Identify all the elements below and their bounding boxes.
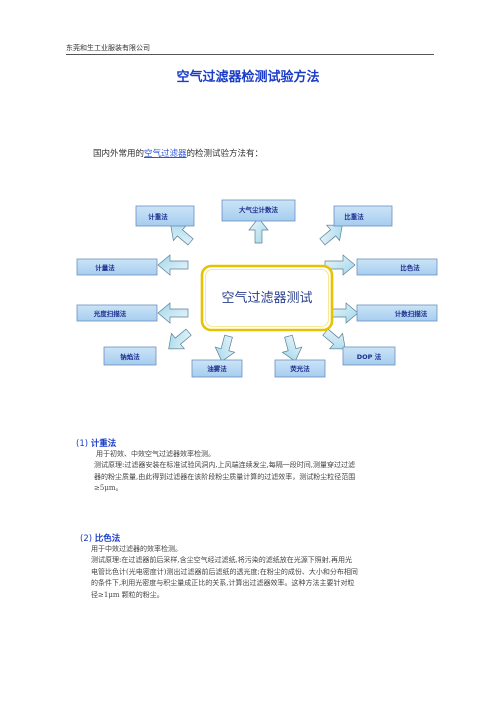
method-box-bottom-left: 钠焰法	[103, 346, 157, 366]
section-1-heading: (1) 计重法	[76, 437, 116, 449]
company-header: 东莞和生工业服装有限公司	[66, 44, 150, 52]
section-2-name: 比色法	[94, 534, 121, 544]
section-1-name: 计重法	[90, 439, 117, 449]
method-box-bottom-mid-left: 油雾法	[191, 359, 243, 378]
arrow-top-right	[319, 224, 343, 246]
method-label-left-upper: 计量法	[95, 263, 115, 272]
method-box-left-lower: 光度扫描法	[76, 304, 158, 322]
method-box-left-upper: 计量法	[76, 258, 158, 276]
method-box-right-upper: 比色法	[356, 258, 438, 276]
intro-before: 国内外常用的	[93, 149, 145, 159]
intro-sentence: 国内外常用的空气过滤器的检测试验方法有：	[93, 147, 263, 159]
arrow-bottom-left	[168, 328, 192, 350]
page-title: 空气过滤器检测试验方法	[176, 70, 320, 85]
method-box-top-left: 计重法	[135, 205, 195, 227]
section-1-line: 用于初效、中效空气过滤器效率检测。	[96, 450, 215, 458]
section-1-body: 用于初效、中效空气过滤器效率检测。 测试原理:过滤器安装在标准试验风洞内,上风端…	[94, 449, 355, 495]
method-box-right-lower: 计数扫描法	[356, 304, 438, 322]
center-label: 空气过滤器测试	[221, 290, 312, 306]
method-box-top-right: 比重法	[333, 205, 393, 227]
section-2-body: 用于中效过滤器的效率检测。 测试原理:在过滤器前后采样,含尘空气经过滤纸,将污染…	[91, 544, 358, 601]
method-box-bottom-mid-right: 荧光法	[274, 359, 326, 378]
section-2-line: 电管比色计(光电密度计)测出过滤器前后滤纸的透光度;在粉尘的成份、大小和分布相同	[91, 567, 358, 576]
arrow-bottom-right	[322, 328, 346, 350]
section-1-line: 测试原理:过滤器安装在标准试验风洞内,上风端连续发尘,每隔一段时间,测量穿过过滤	[94, 461, 356, 470]
arrow-left-lower	[157, 302, 189, 324]
arrow-top	[248, 217, 269, 244]
method-box-top: 大气尘计数法	[221, 199, 296, 222]
section-2-line: 的条件下,利用光密度与积尘量成正比的关系,计算出过滤器效率。这种方法主要针对粒	[91, 579, 355, 588]
method-label-bottom-mid-left: 油雾法	[207, 364, 227, 373]
arrow-left-upper	[157, 254, 189, 276]
arrow-bottom-mid-right	[281, 334, 303, 362]
section-1-number: (1)	[76, 439, 89, 449]
header-rule	[66, 54, 434, 55]
section-2-heading: (2) 比色法	[80, 532, 120, 544]
section-2-line: 测试原理:在过滤器前后采样,含尘空气经过滤纸,将污染的滤纸放在光源下照射,再用光	[91, 556, 353, 565]
intro-after: 的检测试验方法有：	[186, 149, 264, 159]
method-label-left-lower: 光度扫描法	[93, 309, 127, 318]
method-label-right-lower: 计数扫描法	[395, 309, 428, 318]
section-1-line: 器的粉尘质量,由此得到过滤器在该阶段粉尘质量计算的过滤效率，测试粉尘粒径范围	[94, 472, 356, 481]
method-label-right-upper: 比色法	[400, 263, 420, 272]
section-1-line: ≥5μm。	[94, 484, 123, 493]
method-label-top: 大气尘计数法	[239, 205, 279, 214]
method-label-top-right: 比重法	[344, 212, 364, 221]
section-2-number: (2)	[80, 534, 93, 544]
method-label-bottom-mid-right: 荧光法	[290, 364, 310, 373]
method-label-bottom-right: DOP 法	[357, 352, 382, 361]
method-label-bottom-left: 钠焰法	[120, 352, 140, 361]
method-label-top-left: 计重法	[148, 212, 168, 221]
center-box: 空气过滤器测试	[200, 264, 334, 332]
arrow-bottom-mid-left	[214, 334, 236, 362]
section-2-line: 用于中效过滤器的效率检测。	[91, 545, 182, 553]
section-2-line: 径≥1μm 颗粒的粉尘。	[91, 590, 164, 599]
air-filter-link[interactable]: 空气过滤器	[144, 149, 187, 159]
method-box-bottom-right: DOP 法	[342, 346, 396, 366]
